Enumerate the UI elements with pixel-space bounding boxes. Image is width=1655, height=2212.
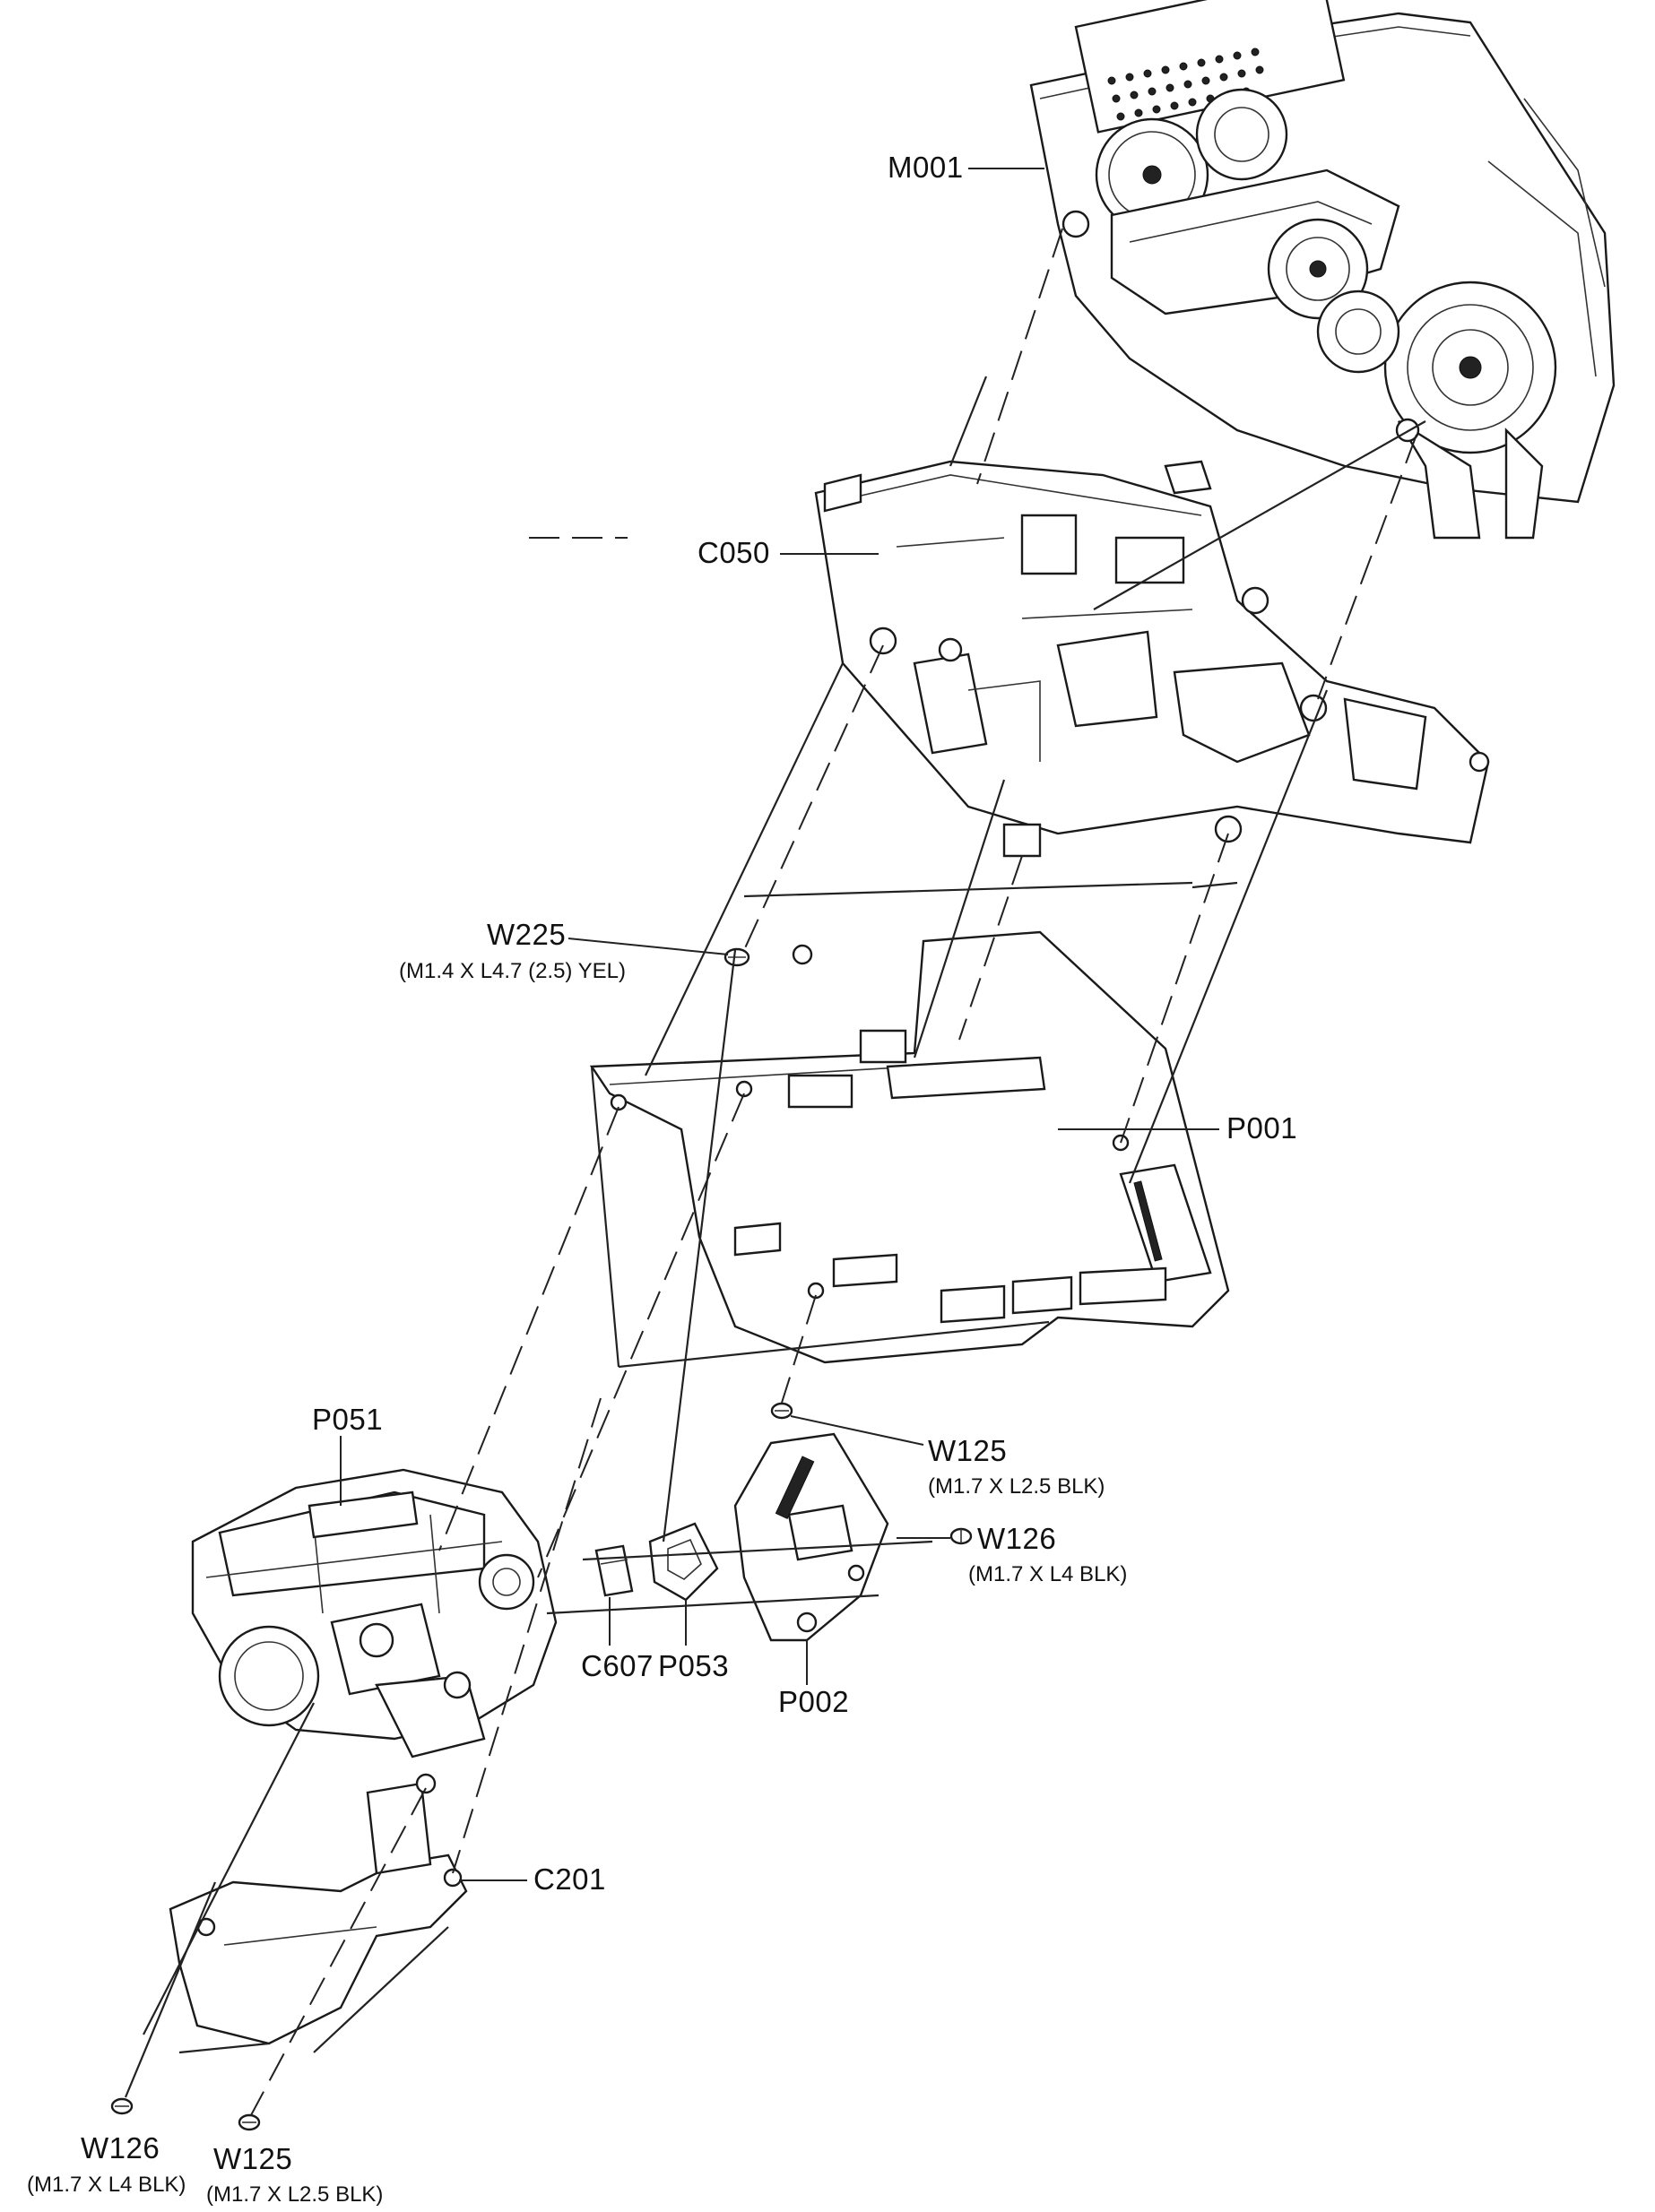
part-p051-lens-block <box>191 1468 558 1758</box>
label-p051: P051 <box>312 1403 384 1436</box>
part-p053-gasket <box>648 1522 719 1602</box>
label-p002: P002 <box>778 1685 850 1718</box>
screw-w125-bot <box>238 2113 261 2131</box>
screw-w125-mid <box>770 1402 793 1420</box>
label-w125-bot-spec: (M1.7 X L2.5 BLK) <box>206 2182 384 2207</box>
part-c050-bracket <box>814 460 1490 858</box>
part-c607-connector <box>594 1544 634 1597</box>
screw-w126-mid <box>949 1527 973 1545</box>
label-c050: C050 <box>698 536 770 569</box>
label-c607: C607 <box>581 1649 654 1682</box>
label-w125-bot: W125 <box>213 2142 293 2175</box>
label-w126-mid-spec: (M1.7 X L4 BLK) <box>968 1562 1128 1586</box>
screw-w225 <box>724 947 750 967</box>
construction-lines <box>124 376 1426 2098</box>
label-w125-mid-spec: (M1.7 X L2.5 BLK) <box>928 1474 1105 1499</box>
part-p001-board <box>589 930 1230 1364</box>
leader-lines <box>340 168 1219 1881</box>
label-w126-mid: W126 <box>977 1522 1057 1555</box>
label-w126-bot: W126 <box>81 2131 160 2164</box>
label-m001: M001 <box>888 151 964 184</box>
screw-w126-bot <box>110 2097 134 2115</box>
label-c201: C201 <box>533 1862 606 1896</box>
label-w225-spec: (M1.4 X L4.7 (2.5) YEL) <box>399 959 627 983</box>
label-w225: W225 <box>487 918 567 951</box>
part-p002-sensor-board <box>733 1432 889 1642</box>
part-m001-mechanism <box>1029 0 1616 540</box>
label-w126-bot-spec: (M1.7 X L4 BLK) <box>27 2173 186 2197</box>
label-p001: P001 <box>1226 1111 1298 1145</box>
part-c201-bracket <box>169 1773 468 2045</box>
assembly-lines <box>250 228 1417 2116</box>
label-w125-mid: W125 <box>928 1434 1008 1467</box>
label-p053: P053 <box>658 1649 730 1682</box>
